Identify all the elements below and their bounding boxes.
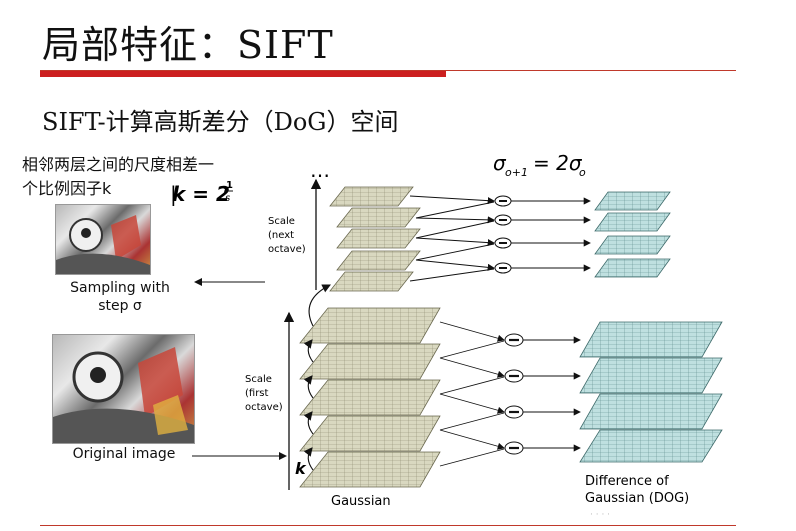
- dog-label-line-1: Difference of: [585, 474, 669, 489]
- k-exponent-denominator: s: [225, 193, 230, 204]
- sigma-formula-lhs: σ: [493, 151, 507, 175]
- next-octave-subtract-nodes: [494, 195, 512, 274]
- scale-first-line-1: Scale: [245, 374, 272, 385]
- scale-first-line-3: octave): [245, 402, 283, 413]
- scale-next-line-1: Scale: [268, 216, 295, 227]
- next-octave-gaussian-layer: [329, 271, 414, 292]
- first-octave-gaussian-stack: [299, 307, 441, 488]
- next-octave-gaussian-layer: [336, 207, 421, 228]
- sigma-formula-sub-rhs: o: [579, 166, 586, 179]
- k-formula: k = 2: [172, 182, 230, 206]
- next-octave-input-lines: [409, 195, 495, 282]
- next-octave-gaussian-layer: [336, 228, 421, 249]
- slide-title: 局部特征：SIFT: [42, 23, 334, 67]
- scale-next-line-2: (next: [268, 230, 294, 241]
- next-octave-gaussian-layer: [329, 186, 414, 207]
- sigma-formula-sub-lhs: o+1: [505, 166, 528, 179]
- next-octave-dog-layer: [594, 258, 671, 278]
- first-octave-output-arrows: [523, 336, 581, 452]
- first-octave-subtract-nodes: [504, 333, 524, 455]
- sampling-label-line-1: Sampling with: [70, 280, 170, 296]
- title-accent-bar: [40, 71, 446, 77]
- next-octave-gaussian-layer: [336, 250, 421, 271]
- dog-layer: [579, 357, 723, 394]
- scale-factor-note: 相邻两层之间的尺度相差一 个比例因子k: [22, 153, 272, 201]
- dog-layer: [579, 393, 723, 430]
- scale-first-line-2: (first: [245, 388, 269, 399]
- k-exponent-numerator: 1: [226, 180, 233, 191]
- sampling-label-line-2: step σ: [98, 298, 142, 314]
- k-formula-bar: |: [170, 182, 177, 206]
- next-octave-gaussian-stack: [329, 186, 421, 292]
- gaussian-layer: [299, 343, 441, 380]
- graffiti-thumbnail-small: [56, 215, 150, 274]
- k-label: k: [295, 459, 307, 478]
- original-image-label: Original image: [72, 446, 176, 462]
- note-line-1: 相邻两层之间的尺度相差一: [22, 155, 215, 174]
- next-octave-dog-layer: [594, 191, 671, 211]
- next-octave-dog-stack: [594, 191, 671, 278]
- note-line-2: 个比例因子k: [22, 179, 112, 198]
- scale-next-line-3: octave): [268, 244, 306, 255]
- gaussian-layer: [299, 307, 441, 344]
- gaussian-label: Gaussian: [331, 494, 391, 509]
- slide-subtitle: SIFT-计算高斯差分（DoG）空间: [42, 108, 399, 136]
- bottom-rule: [40, 525, 736, 526]
- sigma-formula-rhs: = 2σ: [533, 151, 583, 175]
- dog-layer: [579, 429, 723, 463]
- gaussian-layer: [299, 415, 441, 452]
- first-octave-input-lines: [439, 321, 505, 467]
- ellipsis: …: [310, 158, 330, 182]
- title-rule: [40, 70, 736, 71]
- sampling-label: Sampling with step σ: [60, 279, 180, 315]
- gaussian-layer: [299, 379, 441, 416]
- downsampled-image: [55, 204, 151, 275]
- scale-step-arrows: [303, 284, 331, 471]
- graffiti-image-large: [53, 347, 194, 443]
- gaussian-layer: [299, 451, 441, 488]
- dog-layer: [579, 321, 723, 358]
- next-octave-dog-layer: [594, 235, 671, 255]
- original-image: [52, 334, 195, 444]
- next-octave-dog-layer: [594, 212, 671, 232]
- dog-label-line-2: Gaussian (DOG): [585, 491, 689, 506]
- watermark: · · · ·: [590, 510, 611, 520]
- next-octave-output-arrows: [511, 197, 591, 272]
- first-octave-dog-stack: [579, 321, 723, 463]
